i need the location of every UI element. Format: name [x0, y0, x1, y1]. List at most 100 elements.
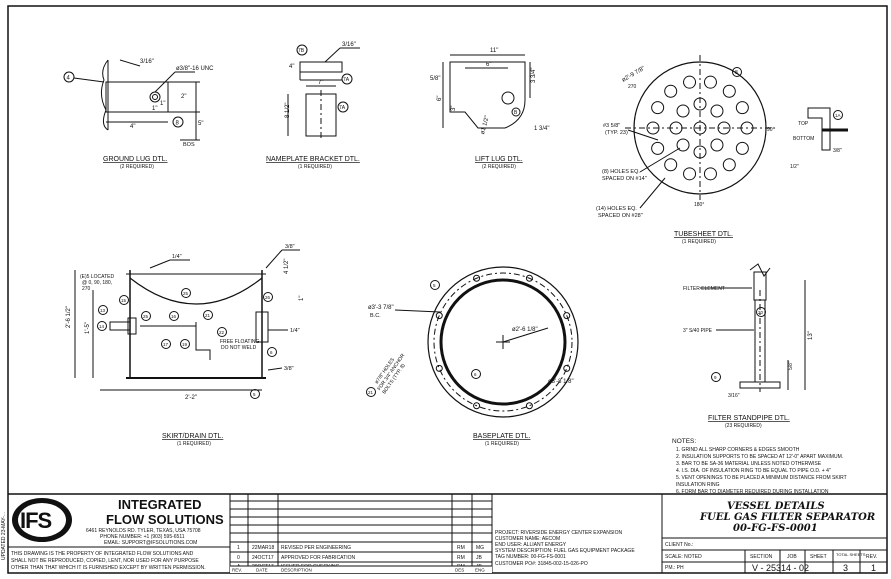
company-address: 6461 REYNOLDS RD. TYLER, TEXAS, USA 7570…: [86, 528, 201, 534]
project-4: SYSTEM DESCRIPTION: FUEL GAS EQUIPMENT P…: [495, 548, 635, 554]
bp-outer: ø3'-8 1/8": [548, 379, 574, 385]
sp-b20: 20: [758, 310, 764, 315]
rev-row1-date: 22MAR18: [252, 545, 274, 551]
project-5: TAG NUMBER: 00-FG-FS-0001: [495, 554, 566, 560]
ll-dim-d: 5/8": [430, 76, 440, 82]
gl-bubble-4: 4: [67, 76, 71, 82]
gl-bos: BOS: [183, 142, 195, 148]
baseplate-bolt-hole: [473, 274, 481, 282]
bp-qty: (1 REQUIRED): [485, 441, 519, 447]
ts-hole2: (TYP. 23): [605, 130, 628, 136]
sk-free: FREE FLOATING: [220, 339, 259, 345]
ts-dia: ø2'-9 7/8": [621, 66, 646, 84]
standpipe-detail: FILTER ELEMENT 3" S/40 PIPE 13" 5/8" 3/1…: [683, 263, 814, 429]
rev-row1-rev: 1: [237, 545, 240, 551]
rev-row1-desc: REVISED PER ENGINEERING: [281, 545, 351, 551]
notes-block: NOTES: 1. GRIND ALL SHARP CORNERS & EDGE…: [672, 438, 847, 495]
disclaimer-2: SHALL NOT BE REPRODUCED, COPIED, LENT, N…: [11, 558, 199, 564]
project-3: END USER: ALLIANT ENERGY: [495, 542, 567, 548]
sp-len2: 5/8": [788, 361, 794, 370]
ll-title: LIFT LUG DTL.: [475, 156, 523, 163]
bp-bc2: B.C.: [370, 313, 381, 319]
gl-dim-b: 1": [152, 106, 157, 112]
baseplate-holes: [435, 274, 571, 410]
rev-h-desc: DESCRIPTION: [281, 568, 312, 573]
ts-holes14b: SPACED ON #28": [598, 213, 643, 219]
gl-bubble-8: 8: [176, 121, 180, 127]
np-weld: 3/16": [342, 42, 356, 48]
job-number: V - 25314 - 02: [752, 563, 809, 573]
ts-half: 1/2": [790, 164, 799, 170]
sk-qty: (1 REQUIRED): [177, 441, 211, 447]
ll-dim-c: 3 3/4": [531, 68, 537, 83]
sk-b21: 21: [205, 313, 211, 318]
rev-row2-desc: APPROVED FOR FABRICATION: [281, 555, 355, 561]
project-6: CUSTOMER PO#: 31845-002-15-026-PO: [495, 561, 588, 567]
gl-dim-e: 1": [160, 101, 165, 107]
sk-b25b: 25: [143, 314, 149, 319]
revision-table: 1 22MAR18 REVISED PER ENGINEERING RM MG …: [230, 494, 492, 573]
ll-dim-b: 6": [486, 62, 491, 68]
baseplate-bolt-hole: [563, 364, 571, 372]
sp-qty: (23 REQUIRED): [725, 423, 762, 429]
tubesheet-hole-outer: [722, 84, 736, 98]
sk-loc2: @ 0, 90, 180,: [82, 280, 112, 286]
rev-row1-eng: MG: [476, 545, 484, 551]
company-phone: PHONE NUMBER: +1 (903) 595-6511: [100, 534, 185, 540]
tubesheet-hole-outer: [664, 158, 678, 172]
baseplate-bolt-hole: [435, 364, 443, 372]
side-text: UPDATED 23-MAY-...: [1, 512, 7, 560]
ll-dim-g: ø1 1/2": [480, 115, 491, 135]
skirt-drain-detail: 2'-6 1/2" 1'-5" 4 1/2" 1" 2'-2" (E)5 LOC…: [66, 244, 305, 447]
sk-r: 4 1/2": [284, 259, 290, 274]
company-line1: INTEGRATED: [118, 497, 202, 512]
client-no: CLIENT No.:: [665, 542, 693, 548]
sk-loc1: (E)5 LOCATED: [80, 274, 114, 280]
ts-weld: 3/8": [833, 148, 842, 154]
np-b7a: 7A: [343, 77, 350, 83]
sk-b19: 19: [182, 342, 188, 347]
tubesheet-hole-outer: [683, 167, 697, 181]
np-dim-b: 7": [318, 80, 323, 86]
sp-filter: FILTER ELEMENT: [683, 286, 725, 292]
dwg-title-3: 00-FG-FS-0001: [733, 523, 818, 534]
gl-qty: (2 REQUIRED): [120, 164, 154, 170]
rev-h-des: DES: [455, 568, 464, 573]
rev-row2-date: 24OCT17: [252, 555, 274, 561]
sk-title: SKIRT/DRAIN DTL.: [162, 433, 223, 440]
bp-inner: ø2'-6 1/8": [512, 327, 538, 333]
sk-b22: 22: [219, 330, 225, 335]
sk-free2: DO NOT WELD: [221, 345, 257, 351]
sheet-number: 3: [843, 563, 848, 573]
ts-90: 90°: [767, 127, 775, 133]
ts-hole: #3 5/8": [603, 123, 620, 129]
np-dim-a: 4": [289, 64, 294, 70]
np-title: NAMEPLATE BRACKET DTL.: [266, 156, 360, 163]
tubesheet-detail: ø2'-9 7/8" 270 90° 180° #3 5/8" (TYP. 23…: [596, 55, 848, 245]
project-2: CUSTOMER NAME: AECOM: [495, 536, 560, 542]
gl-dim-c: 2": [181, 94, 186, 100]
rev-h-rev: REV.: [232, 568, 242, 573]
company-line2: FLOW SOLUTIONS: [106, 512, 224, 527]
scale: SCALE: NOTED: [665, 554, 702, 560]
lift-lug-detail: 11" 6" 3 3/4" 5/8" 6" 3" ø1 1/2" 1 3/4" …: [430, 48, 549, 170]
notes-heading: NOTES:: [672, 438, 696, 445]
job-h: JOB: [787, 554, 797, 560]
sk-b17: 17: [163, 342, 169, 347]
ll-dim-f: 3": [451, 106, 457, 111]
rev-row2-des: RM: [457, 555, 465, 561]
tubesheet-hole-outer: [651, 101, 665, 115]
tubesheet-hole-inner: [710, 138, 724, 152]
tubesheet-hole-outer: [703, 167, 717, 181]
baseplate-bolt-hole: [525, 402, 533, 410]
rev-row2-eng: JB: [476, 555, 483, 561]
ll-qty: (2 REQUIRED): [482, 164, 516, 170]
tubesheet-hole-outer: [722, 158, 736, 172]
ts-holes8: (8) HOLES EQ.: [602, 169, 640, 175]
sk-b15: 15: [121, 298, 127, 303]
ll-dim-e: 6": [437, 96, 443, 101]
ts-holes14: (14) HOLES EQ.: [596, 206, 637, 212]
tubesheet-hole-inner: [676, 138, 690, 152]
ll-dim-a: 11": [490, 48, 498, 54]
